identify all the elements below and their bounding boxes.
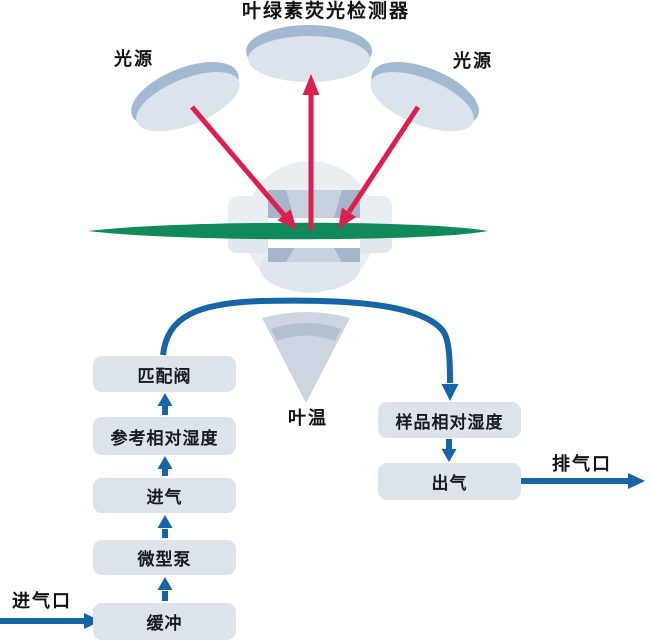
flow-box-label: 微型泵: [137, 550, 192, 569]
flow-box-label: 进气: [146, 488, 183, 507]
label-exhaust-outlet: 排气口: [552, 454, 612, 474]
flow-box-label: 匹配阀: [137, 366, 192, 386]
flow-box-air-intake: 进气: [93, 478, 236, 513]
label-leaf-temperature: 叶温: [288, 408, 328, 428]
exhaust-arrow: [521, 473, 645, 489]
flow-box-label: 缓冲: [146, 614, 183, 633]
air-inlet-arrow: [0, 613, 101, 629]
airflow-arc-arrowhead: [441, 384, 459, 401]
flow-arrow-right-column: [441, 439, 457, 462]
page-title: 叶绿素荧光检测器: [242, 1, 411, 22]
leaf-temp-cone: [262, 312, 350, 403]
light-source-disc-left: [131, 62, 240, 132]
flow-box-micro-pump: 微型泵: [93, 540, 236, 575]
leaf-blade: [88, 222, 488, 240]
excitation-beam-right: [338, 105, 421, 229]
excitation-beam-left: [190, 105, 297, 230]
flow-box-reference-relative-humidity: 参考相对湿度: [93, 417, 236, 455]
light-source-disc-right: [370, 62, 479, 132]
label-light-source-left: 光源: [114, 49, 154, 69]
flow-arrows-left-column: [157, 393, 173, 601]
fluorescence-beam-center: [302, 74, 320, 230]
flow-box-air-out: 出气: [378, 463, 521, 500]
flow-box-buffer: 缓冲: [93, 603, 236, 640]
flow-box-matching-valve: 匹配阀: [93, 356, 236, 392]
label-air-inlet: 进气口: [12, 591, 72, 611]
flow-box-label: 样品相对湿度: [395, 412, 504, 432]
airflow-arc: [160, 297, 459, 401]
detector-disc-center: [246, 25, 372, 82]
label-light-source-right: 光源: [453, 51, 493, 71]
flow-box-label: 参考相对湿度: [110, 428, 219, 448]
flow-box-label: 出气: [431, 474, 468, 493]
flow-box-sample-relative-humidity: 样品相对湿度: [378, 402, 521, 438]
